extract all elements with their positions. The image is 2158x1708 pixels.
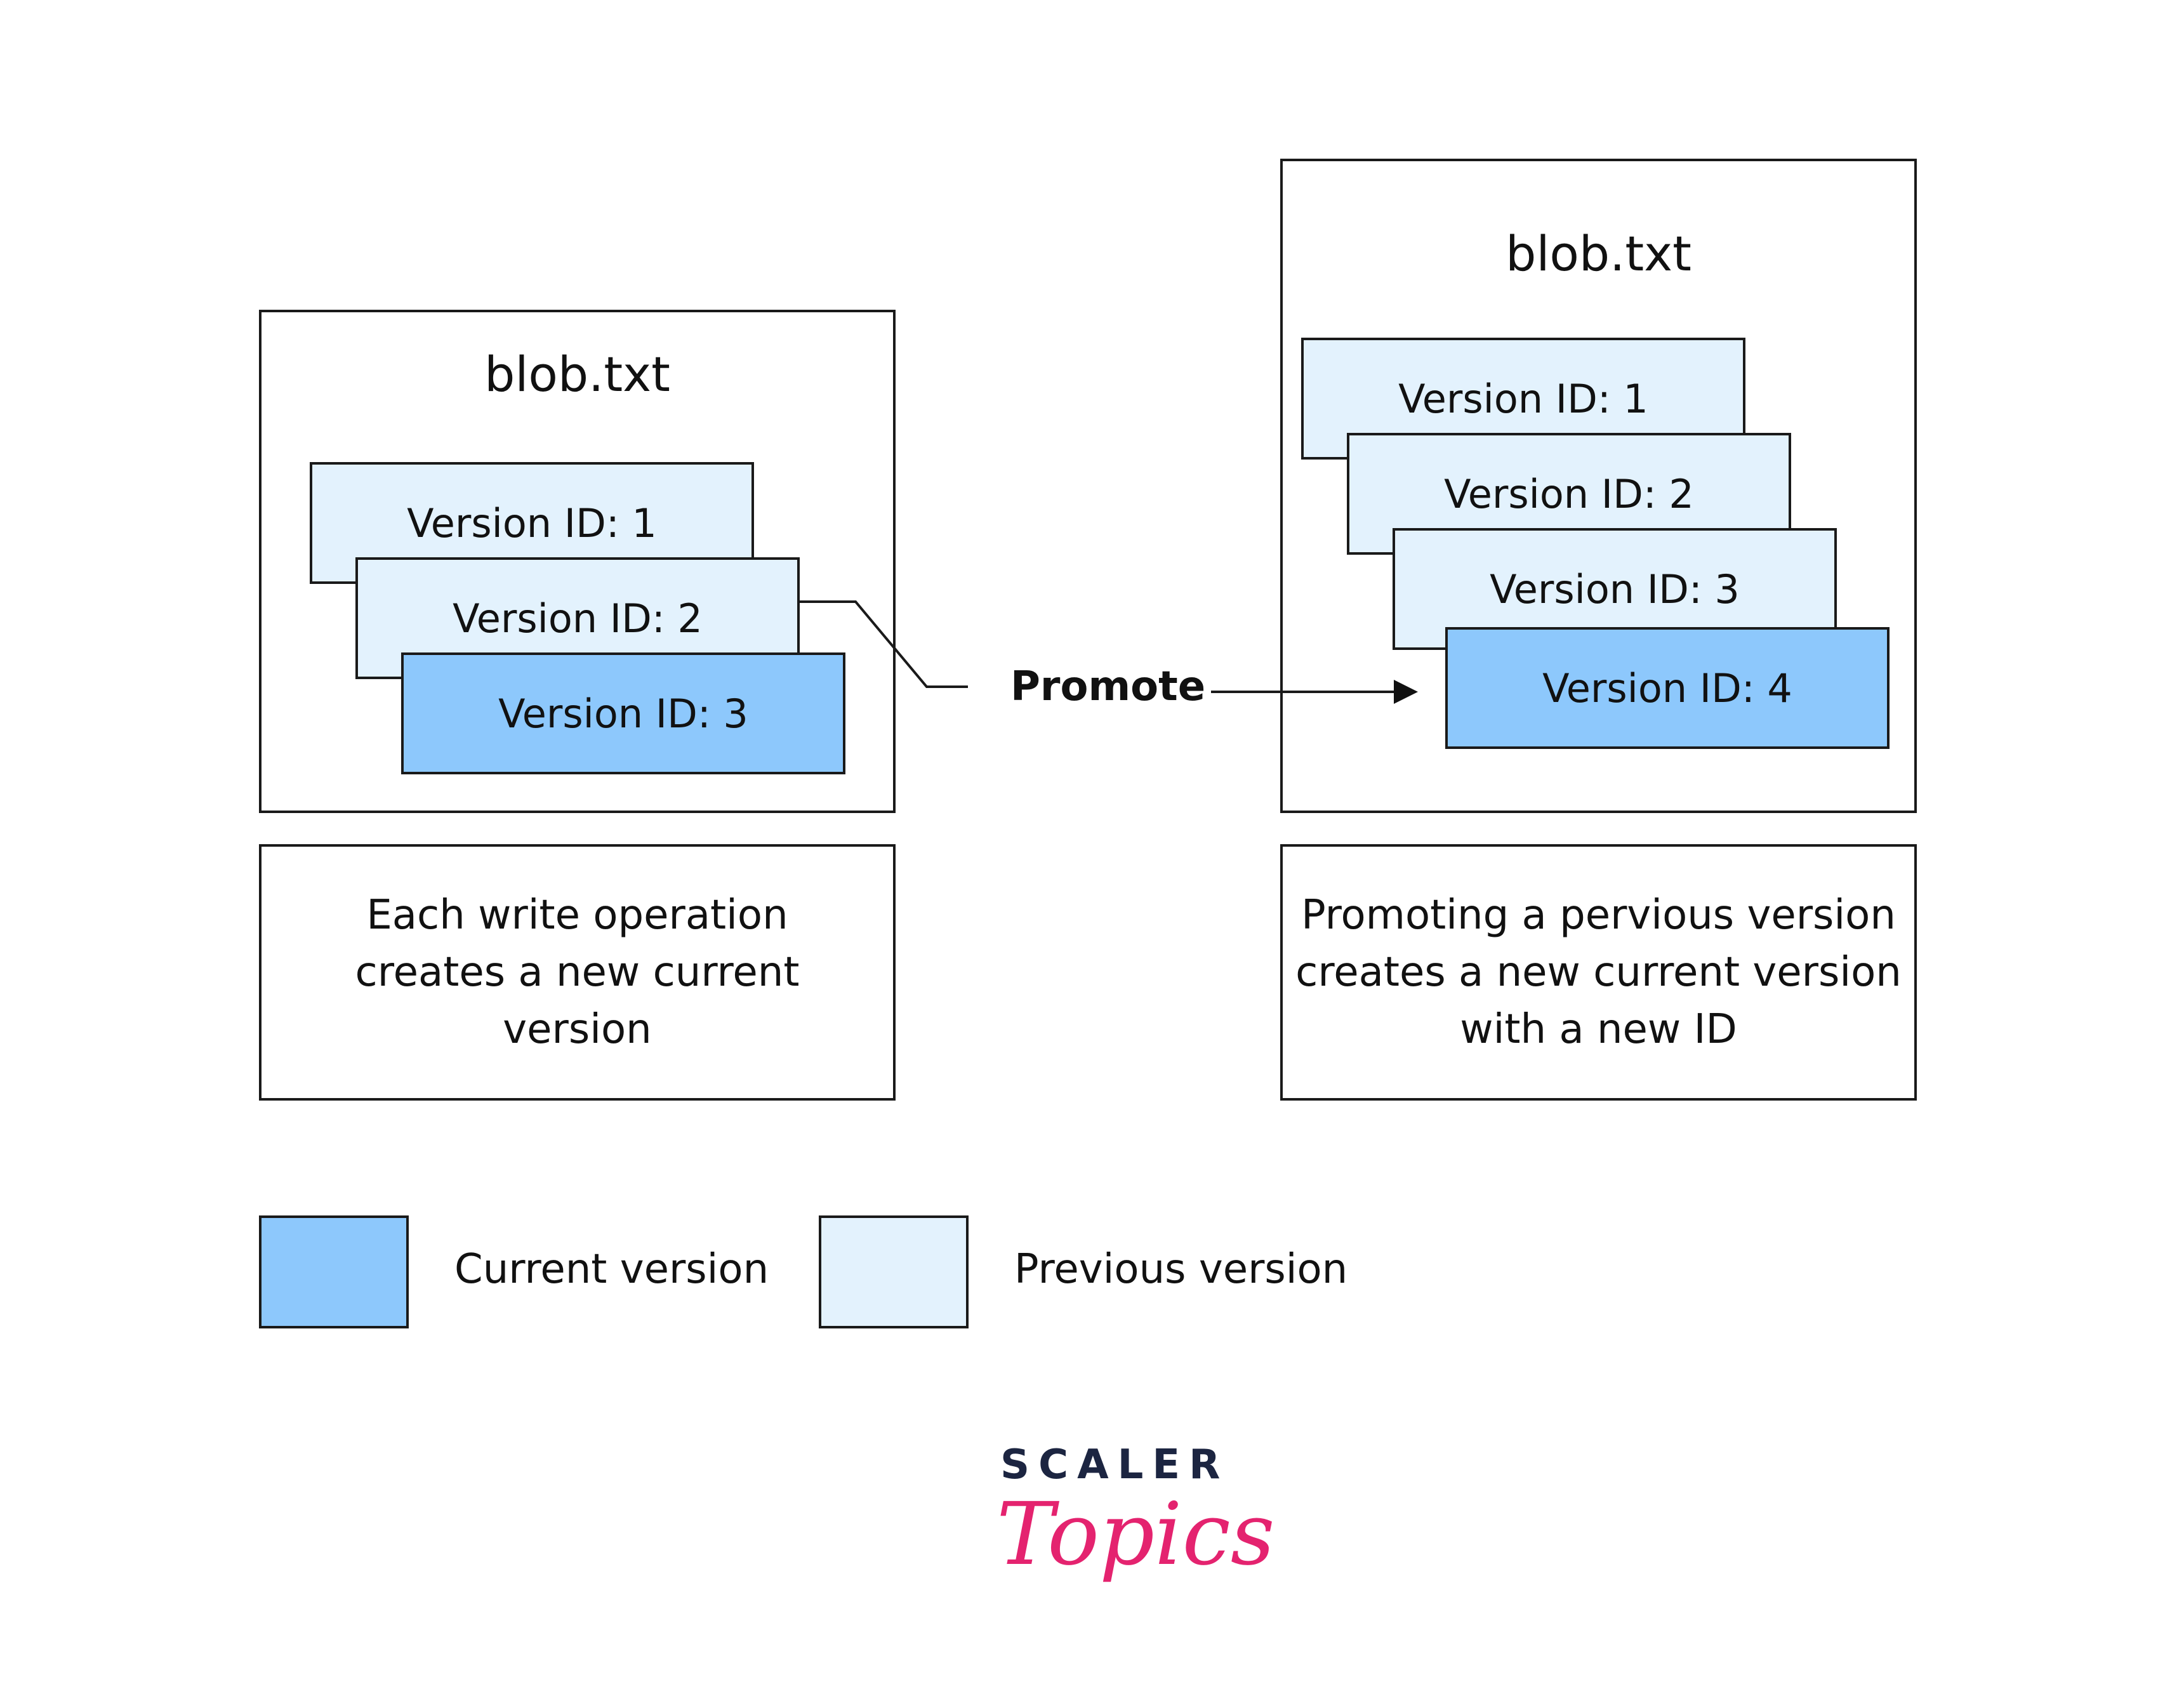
- right-blob-title: blob.txt: [1506, 225, 1691, 282]
- promote-label: Promote: [1010, 663, 1206, 710]
- left-caption-box: Each write operation creates a new curre…: [259, 844, 896, 1101]
- left-blob-title: blob.txt: [484, 346, 670, 402]
- left-version-card-3: Version ID: 3: [401, 652, 845, 774]
- left-caption-text: Each write operation creates a new curre…: [355, 892, 800, 1053]
- logo-topics-text: Topics: [996, 1485, 1275, 1585]
- legend-previous-label: Previous version: [1014, 1246, 1348, 1293]
- legend-current-label: Current version: [454, 1246, 769, 1293]
- legend-previous-swatch: [819, 1215, 969, 1328]
- scaler-topics-logo: SCALER Topics: [990, 1440, 1275, 1605]
- right-caption-text: Promoting a pervious version creates a n…: [1295, 892, 1902, 1053]
- right-version-card-4: Version ID: 4: [1445, 627, 1890, 749]
- right-caption-box: Promoting a pervious version creates a n…: [1280, 844, 1917, 1101]
- logo-scaler-text: SCALER: [1000, 1441, 1229, 1488]
- legend-current-swatch: [259, 1215, 409, 1328]
